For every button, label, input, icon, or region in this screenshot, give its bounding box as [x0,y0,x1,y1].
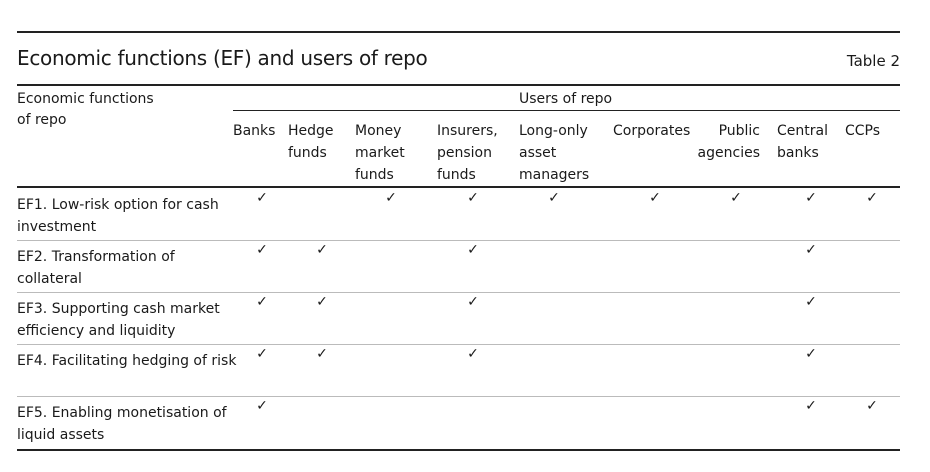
table-title: Economic functions (EF) and users of rep… [17,46,428,70]
row-label: EF4. Facilitating hedging of risk [17,353,237,369]
check-icon: ✓ [649,190,661,206]
row-label: EF5. Enabling monetisation of liquid ass… [17,405,227,443]
check-icon: ✓ [866,398,878,414]
check-icon: ✓ [256,398,268,414]
check-icon: ✓ [548,190,560,206]
check-icon: ✓ [316,242,328,258]
row-label: EF1. Low-risk option for cash investment [17,197,219,235]
table-row: EF4. Facilitating hedging of risk ✓ ✓ ✓ ✓ [0,344,930,397]
bottom-rule [17,449,900,451]
row-label: EF3. Supporting cash market efficiency a… [17,301,220,339]
table-row: EF3. Supporting cash market efficiency a… [0,292,930,345]
column-header: Corporates [613,123,691,139]
column-header: Central banks [777,123,828,161]
check-icon: ✓ [385,190,397,206]
header-bottom-rule [17,186,900,188]
check-icon: ✓ [866,190,878,206]
top-rule [17,31,900,33]
check-icon: ✓ [805,190,817,206]
column-header: Money market funds [355,123,405,183]
table-number: Table 2 [846,52,900,70]
column-header: Public agencies [697,123,760,161]
check-icon: ✓ [316,294,328,310]
column-header: Banks [233,123,276,139]
check-icon: ✓ [256,242,268,258]
row-label: EF2. Transformation of collateral [17,249,175,287]
check-icon: ✓ [805,242,817,258]
group-rule [233,110,900,111]
check-icon: ✓ [805,294,817,310]
check-icon: ✓ [467,294,479,310]
group-header: Users of repo [519,91,613,107]
table-row: EF1. Low-risk option for cash investment… [0,188,930,241]
table-row: EF2. Transformation of collateral ✓ ✓ ✓ ✓ [0,240,930,293]
check-icon: ✓ [316,346,328,362]
check-icon: ✓ [467,346,479,362]
column-header: CCPs [845,123,881,139]
check-icon: ✓ [467,242,479,258]
table-row: EF5. Enabling monetisation of liquid ass… [0,396,930,448]
row-divider [17,344,900,345]
row-divider [17,292,900,293]
column-header: Long-only asset managers [519,123,590,183]
row-divider [17,240,900,241]
check-icon: ✓ [467,190,479,206]
check-icon: ✓ [805,346,817,362]
row-header: Economic functions of repo [17,91,154,128]
column-header: Insurers, pension funds [437,123,498,183]
check-icon: ✓ [256,294,268,310]
check-icon: ✓ [256,190,268,206]
header-rule [17,84,900,86]
column-header: Hedge funds [288,123,334,161]
check-icon: ✓ [730,190,742,206]
check-icon: ✓ [805,398,817,414]
row-divider [17,396,900,397]
check-icon: ✓ [256,346,268,362]
